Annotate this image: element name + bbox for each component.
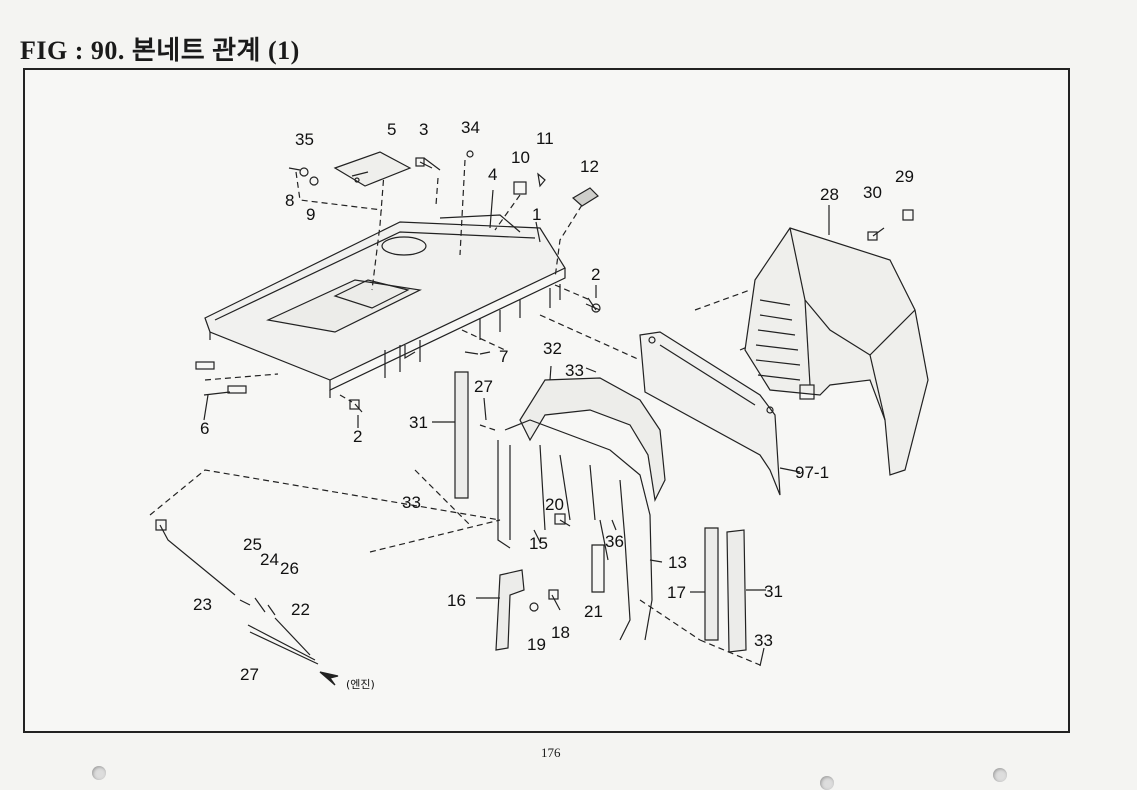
callout-2-lower: 2 [353, 427, 362, 446]
page-number: 176 [541, 745, 561, 760]
callout-7: 7 [499, 347, 508, 366]
callout-33-top: 33 [565, 361, 584, 380]
linkage-rod [155, 519, 339, 686]
callout-17: 17 [667, 583, 686, 602]
small-hardware [195, 150, 914, 413]
callout-97-1: 97-1 [795, 463, 829, 482]
front-grille [744, 227, 929, 476]
callout-21: 21 [584, 602, 603, 621]
callout-28: 28 [820, 185, 839, 204]
callout-9: 9 [306, 205, 315, 224]
side-panel [639, 331, 781, 496]
callout-35: 35 [295, 130, 314, 149]
callout-5: 5 [387, 120, 396, 139]
callout-15: 15 [529, 534, 548, 553]
bonnet-lid [333, 151, 412, 187]
side-strips [454, 371, 747, 653]
callout-8: 8 [285, 191, 294, 210]
engine-direction-note: (엔진) [346, 678, 375, 691]
callout-13: 13 [668, 553, 687, 572]
callout-27-lower: 27 [240, 665, 259, 684]
callout-18: 18 [551, 623, 570, 642]
callout-22: 22 [291, 600, 310, 619]
callout-34: 34 [461, 118, 480, 137]
callout-23: 23 [193, 595, 212, 614]
callout-19: 19 [527, 635, 546, 654]
callout-31-right: 31 [764, 582, 783, 601]
callout-16: 16 [447, 591, 466, 610]
binder-hole [820, 776, 834, 790]
callout-24: 24 [260, 550, 279, 569]
callout-26: 26 [280, 559, 299, 578]
bonnet-frame [497, 377, 666, 641]
callout-4: 4 [488, 165, 497, 184]
figure-title: FIG : 90. 본네트 관계 (1) [20, 36, 300, 65]
callout-numbers: 35 5 3 34 11 10 12 4 8 9 1 2 28 30 29 7 … [193, 118, 914, 691]
callout-32: 32 [543, 339, 562, 358]
callout-36: 36 [605, 532, 624, 551]
callout-10: 10 [511, 148, 530, 167]
binder-hole [993, 768, 1007, 782]
callout-2-upper: 2 [591, 265, 600, 284]
callout-20: 20 [545, 495, 564, 514]
callout-33-left: 33 [402, 493, 421, 512]
assembly-lines-bottom [149, 424, 761, 666]
callout-12: 12 [580, 157, 599, 176]
bonnet-top-panel [204, 214, 566, 398]
callout-30: 30 [863, 183, 882, 202]
callout-29: 29 [895, 167, 914, 186]
callout-11: 11 [536, 129, 554, 148]
callout-6: 6 [200, 419, 209, 438]
callout-3: 3 [419, 120, 428, 139]
callout-1: 1 [532, 205, 541, 224]
callout-33-bottom: 33 [754, 631, 773, 650]
callout-27-upper: 27 [474, 377, 493, 396]
brackets [495, 513, 605, 651]
callout-25: 25 [243, 535, 262, 554]
binder-hole [92, 766, 106, 780]
callout-leaders [203, 189, 830, 667]
callout-31-left: 31 [409, 413, 428, 432]
